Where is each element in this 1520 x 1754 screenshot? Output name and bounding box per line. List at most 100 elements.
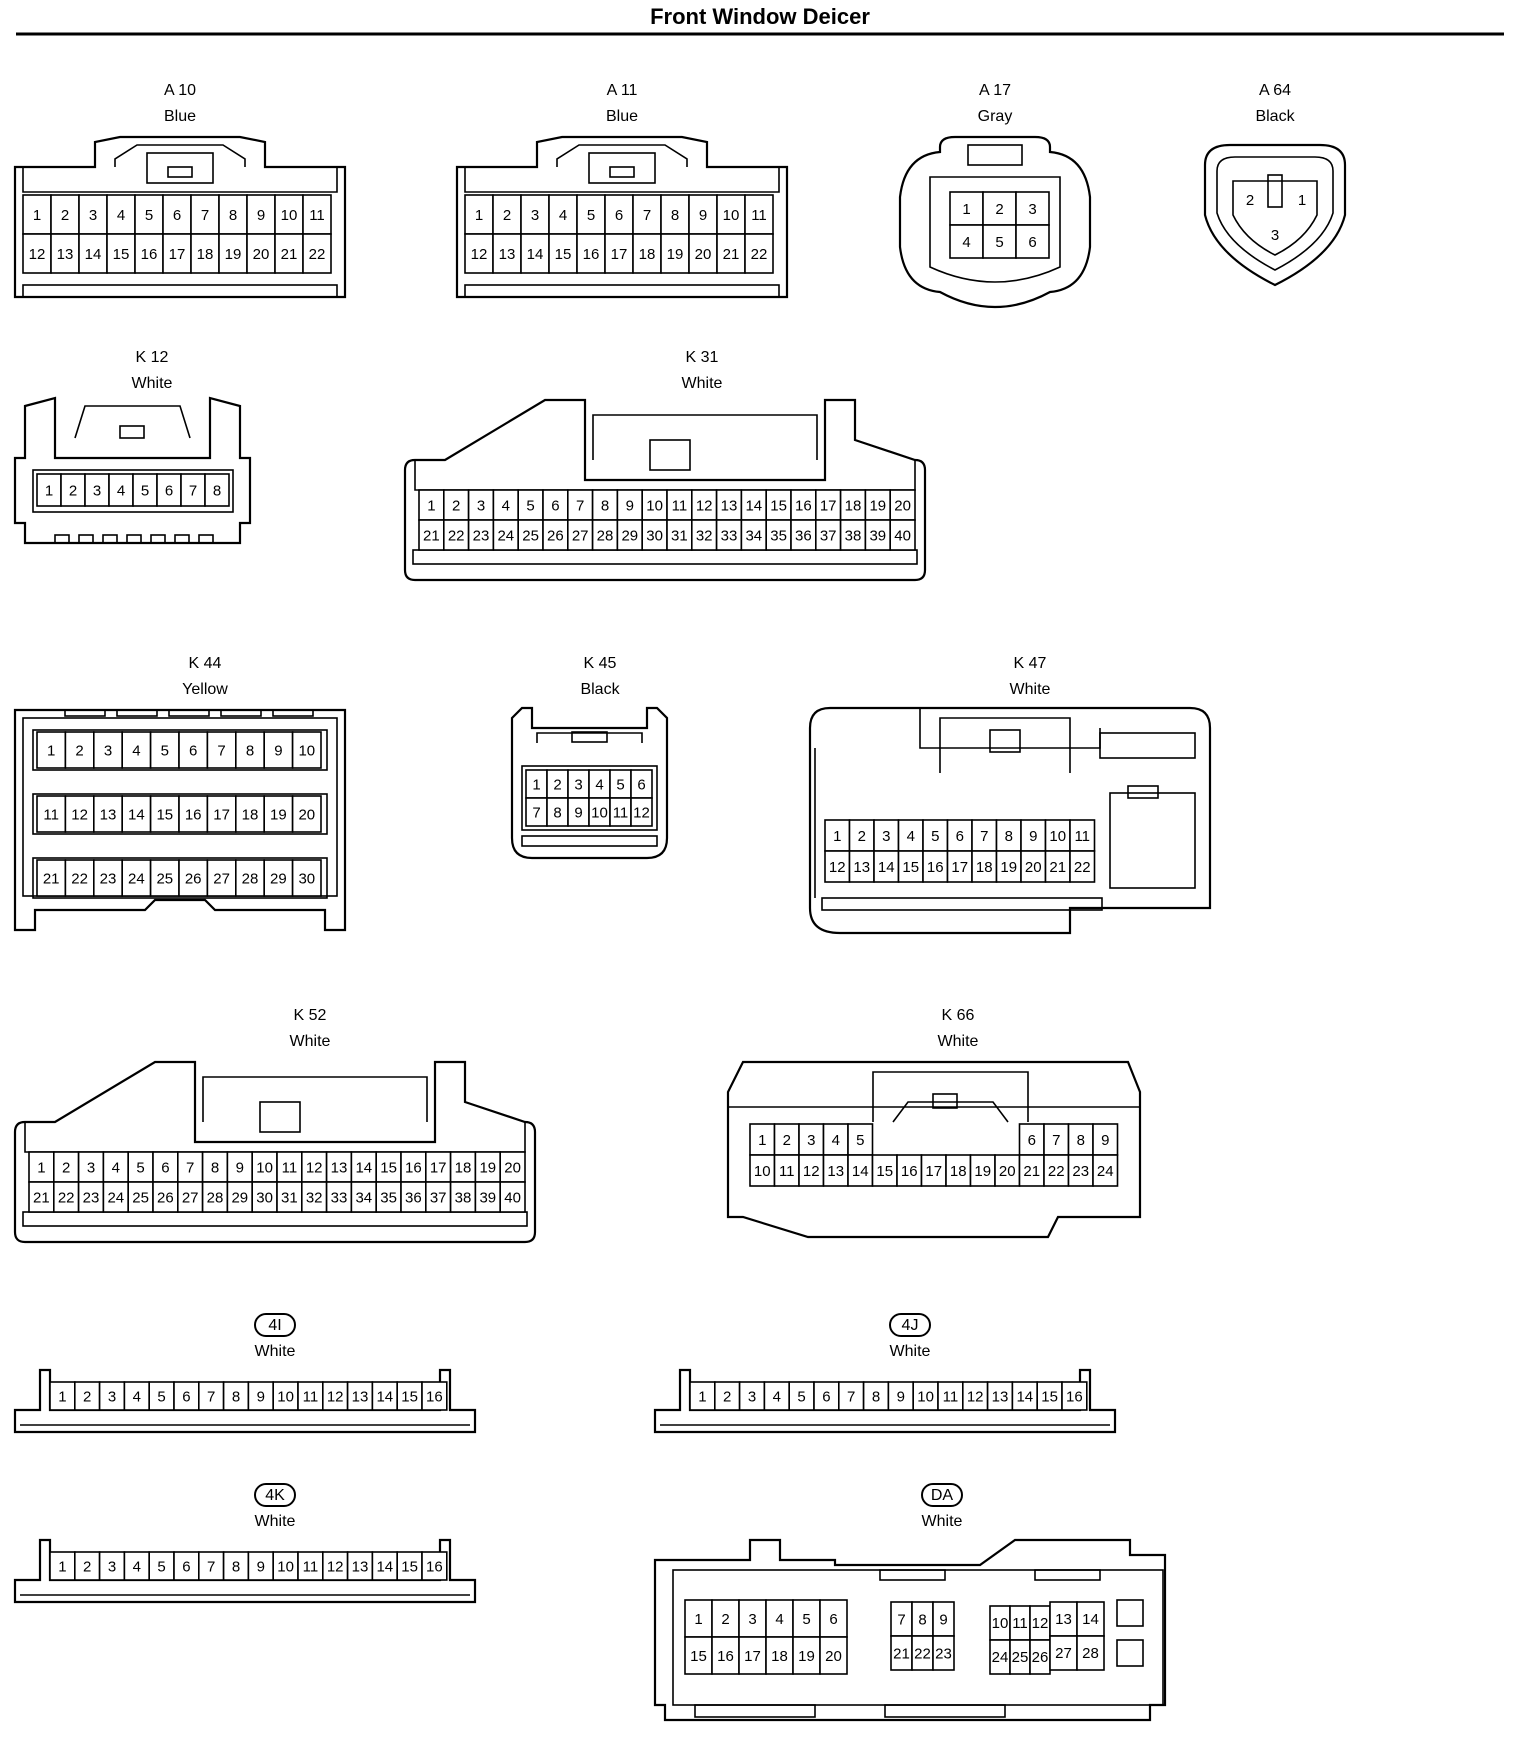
pin-label: 1 xyxy=(475,207,483,224)
pin-cell xyxy=(1018,1123,1045,1156)
pin-label: 7 xyxy=(207,1559,215,1576)
pin-label: 14 xyxy=(852,1163,869,1180)
base-slot xyxy=(78,534,94,544)
top-slot xyxy=(220,709,262,717)
pin-label: 5 xyxy=(995,234,1003,251)
pin-label: 10 xyxy=(591,805,608,822)
pin-cell xyxy=(969,1154,996,1187)
pin-label: 9 xyxy=(897,1389,905,1406)
base-slot xyxy=(174,534,190,544)
pin-cell xyxy=(749,1123,776,1156)
pin-label: 1 xyxy=(37,1160,45,1177)
pin-label: 9 xyxy=(1101,1132,1109,1149)
base-rail xyxy=(821,897,1103,911)
pin-cell xyxy=(180,473,206,507)
connector-badge xyxy=(889,1313,931,1337)
inner-ledge xyxy=(24,1122,526,1153)
pin-cell xyxy=(198,1551,225,1581)
pin-cell xyxy=(813,1381,840,1411)
pin-label: 18 xyxy=(845,498,862,515)
housing-outline xyxy=(13,708,347,932)
pin-cell xyxy=(971,819,998,852)
pin-cell xyxy=(291,859,322,897)
pin-label: 17 xyxy=(213,807,230,824)
connector-color: White xyxy=(682,375,723,392)
pin-cell xyxy=(1011,1381,1039,1411)
pin-cell xyxy=(995,819,1022,852)
base-slot xyxy=(54,534,70,544)
latch-window xyxy=(989,729,1021,753)
pin-cell xyxy=(78,194,108,235)
inner-wall xyxy=(929,176,1061,283)
pin-cell xyxy=(467,519,495,551)
pin-cell xyxy=(190,194,220,235)
pin-label: 3 xyxy=(89,207,97,224)
latch xyxy=(592,414,818,460)
pin-cell xyxy=(848,819,875,852)
pin-label: 9 xyxy=(939,1612,947,1629)
pin-label: 20 xyxy=(298,807,315,824)
pin-label: 12 xyxy=(967,1389,984,1406)
pin-label: 22 xyxy=(448,528,465,545)
pin-cell xyxy=(424,1151,452,1183)
pin-label: 30 xyxy=(256,1190,273,1207)
pin-label: 3 xyxy=(477,498,485,515)
pin-cell xyxy=(321,1551,349,1581)
pin-label: 18 xyxy=(455,1160,472,1177)
pin-label: 25 xyxy=(156,871,173,888)
pin-label: 5 xyxy=(157,1559,165,1576)
pin-label: 40 xyxy=(894,528,911,545)
pin-label: 19 xyxy=(479,1160,496,1177)
pin-cell xyxy=(291,795,322,833)
latch xyxy=(939,717,1071,773)
pin-cell xyxy=(474,1181,501,1213)
pin-label: 38 xyxy=(455,1190,472,1207)
pin-label: 22 xyxy=(1074,859,1091,876)
pin-label: 2 xyxy=(553,777,561,794)
pin-label: 21 xyxy=(1049,859,1066,876)
pin-label: 16 xyxy=(1066,1389,1083,1406)
base-slot xyxy=(150,534,166,544)
pin-label: 15 xyxy=(902,859,919,876)
side-cavity xyxy=(1109,792,1196,889)
pin-cell xyxy=(792,1636,821,1675)
pin-label: 39 xyxy=(869,528,886,545)
pin-cell xyxy=(994,1154,1021,1187)
pin-label: 2 xyxy=(995,201,1003,218)
pin-cell xyxy=(149,859,180,897)
pin-cell xyxy=(492,519,519,551)
latch-tab xyxy=(932,1093,958,1109)
pin-label: 4 xyxy=(775,1611,783,1628)
pin-label: 7 xyxy=(847,1389,855,1406)
pin-cell xyxy=(127,1151,154,1183)
pin-cell xyxy=(897,850,924,883)
top-slot xyxy=(116,709,158,717)
pin-cell xyxy=(325,1181,353,1213)
pin-label: 2 xyxy=(721,1611,729,1628)
pin-cell xyxy=(932,1635,955,1671)
pin-label: 17 xyxy=(611,246,628,263)
pin-label: 6 xyxy=(822,1389,830,1406)
pin-label: 28 xyxy=(207,1190,224,1207)
pin-label: 5 xyxy=(157,1389,165,1406)
pin-label: 1 xyxy=(694,1611,702,1628)
pin-cell xyxy=(98,1381,126,1411)
pin-label: 21 xyxy=(423,528,440,545)
pin-label: 3 xyxy=(1028,201,1036,218)
housing-outline xyxy=(13,1538,477,1604)
latch-window xyxy=(259,1101,301,1133)
latch-inner xyxy=(892,1101,1009,1123)
pin-cell xyxy=(371,1381,398,1411)
pin-cell xyxy=(346,1551,374,1581)
pin-label: 4 xyxy=(907,828,915,845)
pin-cell xyxy=(251,1181,278,1213)
pin-label: 15 xyxy=(1041,1389,1058,1406)
pin-label: 28 xyxy=(1082,1645,1099,1662)
pin-label: 4 xyxy=(117,483,125,500)
pin-label: 19 xyxy=(869,498,886,515)
pin-label: 16 xyxy=(141,246,158,263)
pin-label: 22 xyxy=(71,871,88,888)
pin-label: 26 xyxy=(157,1190,174,1207)
